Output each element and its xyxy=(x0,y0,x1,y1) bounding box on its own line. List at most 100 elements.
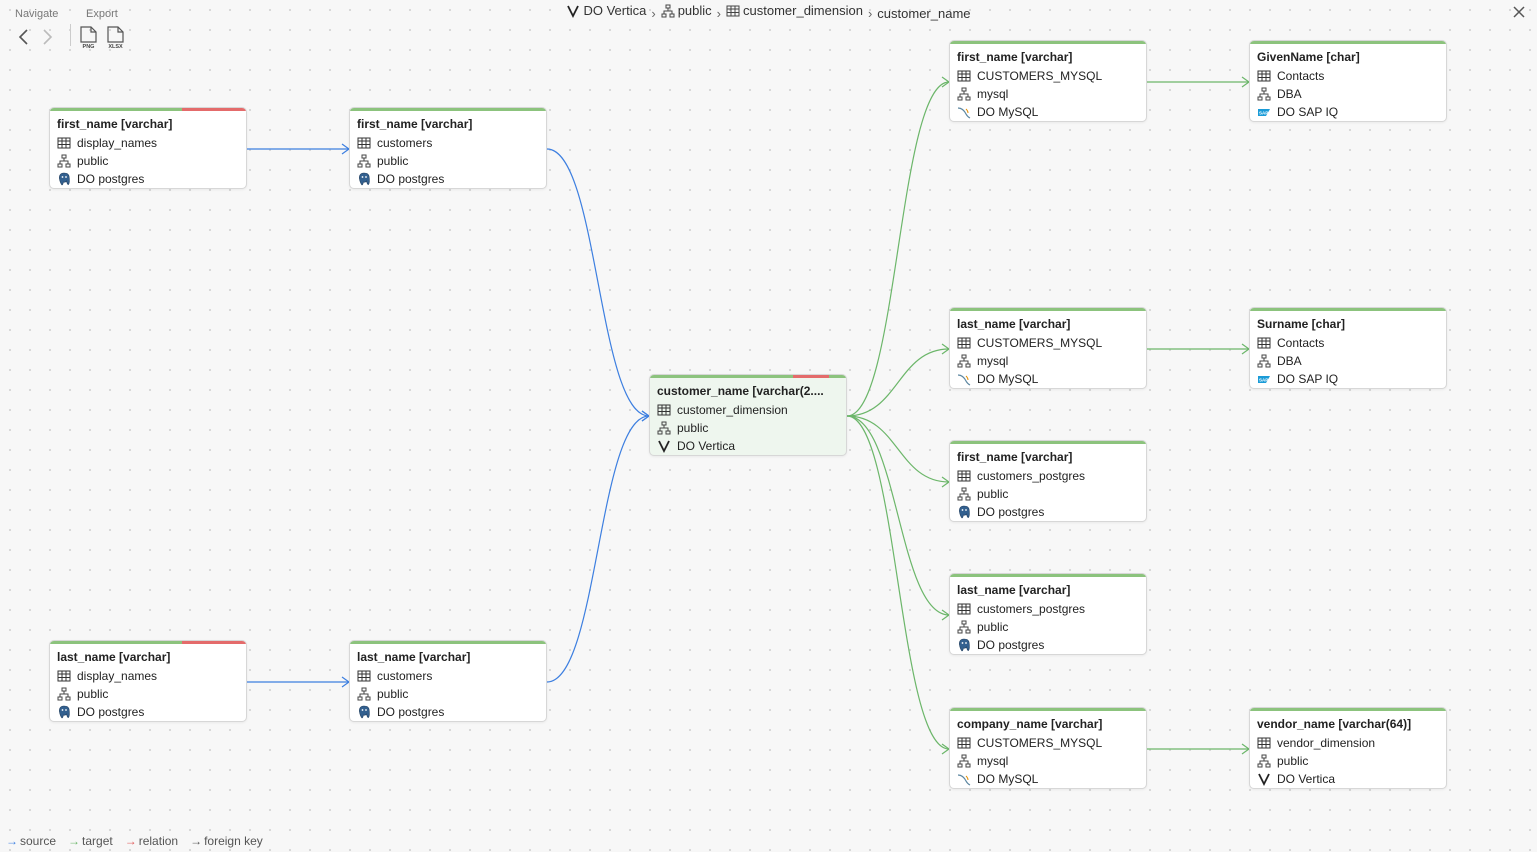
node-column-title: vendor_name [varchar(64)] xyxy=(1257,717,1412,731)
schema-icon xyxy=(957,487,971,501)
node-column-title: first_name [varchar] xyxy=(57,117,173,131)
edge-arrowhead xyxy=(1241,343,1251,355)
vertica-icon xyxy=(567,5,580,18)
breadcrumb-table-label: customer_dimension xyxy=(743,3,863,18)
breadcrumb-column-label: customer_name xyxy=(877,6,971,21)
chevron-right-icon: › xyxy=(867,6,873,21)
postgres-icon xyxy=(959,505,970,519)
schema-icon xyxy=(1257,754,1271,768)
node-column-title: GivenName [char] xyxy=(1257,50,1360,64)
edge-arrowhead xyxy=(1241,743,1251,755)
node-schema-label: public xyxy=(377,154,409,168)
node-table-label: customers_postgres xyxy=(977,602,1086,616)
node-table-label: Contacts xyxy=(1277,336,1325,350)
breadcrumb-schema-label: public xyxy=(677,3,712,18)
node-table-label: customer_dimension xyxy=(677,403,788,417)
node-schema-row: DBA xyxy=(1257,87,1302,101)
postgres-icon xyxy=(359,172,370,186)
node-schema-row: public xyxy=(57,687,108,701)
legend-relation-label: relation xyxy=(138,834,179,848)
source-edge xyxy=(546,415,650,683)
edge-arrowhead xyxy=(641,410,651,422)
target-edge xyxy=(846,81,950,417)
svg-text:SAP: SAP xyxy=(1259,111,1268,116)
node-table-row: customer_dimension xyxy=(657,403,788,417)
node-schema-label: public xyxy=(677,421,709,435)
export-png-button[interactable]: PNG xyxy=(78,26,102,50)
node-status-bar xyxy=(350,108,546,111)
chevron-right-icon: › xyxy=(716,6,721,21)
node-database-row: DO postgres xyxy=(957,505,1044,519)
breadcrumb-column[interactable]: customer_name xyxy=(877,6,970,22)
node-schema-label: public xyxy=(77,154,109,168)
navigate-group: Navigate xyxy=(15,8,58,48)
node-table-row: Contacts xyxy=(1257,336,1324,350)
breadcrumb-table[interactable]: customer_dimension xyxy=(726,3,863,19)
table-icon xyxy=(957,603,971,615)
target-edge xyxy=(846,415,950,483)
target-edge xyxy=(846,415,950,616)
legend-relation: →relation xyxy=(125,834,178,848)
breadcrumb-database[interactable]: DO Vertica xyxy=(566,3,646,19)
lineage-node[interactable]: vendor_name [varchar(64)] vendor_dimensio… xyxy=(1249,707,1447,789)
node-database-label: DO postgres xyxy=(77,172,145,186)
node-table-row: customers xyxy=(357,136,432,150)
node-database-label: DO MySQL xyxy=(977,105,1039,119)
node-status-bar xyxy=(950,41,1146,44)
node-schema-row: DBA xyxy=(1257,354,1302,368)
breadcrumb-database-label: DO Vertica xyxy=(583,3,647,18)
node-database-row: DO MySQL xyxy=(957,105,1038,119)
table-icon xyxy=(357,670,371,682)
node-table-row: CUSTOMERS_MYSQL xyxy=(957,336,1102,350)
close-icon[interactable] xyxy=(1511,4,1527,20)
export-xlsx-button[interactable]: XLSX xyxy=(105,26,129,50)
node-table-row: CUSTOMERS_MYSQL xyxy=(957,736,1102,750)
node-table-row: display_names xyxy=(57,136,157,150)
node-status-bar xyxy=(650,375,846,378)
node-schema-row: mysql xyxy=(957,354,1008,368)
schema-icon xyxy=(661,4,675,18)
edge-arrowhead xyxy=(941,743,951,755)
node-table-label: Contacts xyxy=(1277,69,1325,83)
node-database-row: DO Vertica xyxy=(1257,772,1335,786)
lineage-node[interactable]: customer_name [varchar(2....customer_dim… xyxy=(649,374,847,456)
source-edge xyxy=(546,148,650,417)
node-database-label: DO MySQL xyxy=(977,772,1039,786)
postgres-icon xyxy=(959,638,970,652)
foreign-key-arrow-icon: → xyxy=(190,834,203,848)
table-icon xyxy=(1257,337,1271,349)
node-column-title: company_name [varchar] xyxy=(957,717,1103,731)
forward-arrow-icon[interactable] xyxy=(38,26,58,48)
breadcrumb-schema[interactable]: public xyxy=(661,3,712,19)
node-database-label: DO postgres xyxy=(977,505,1045,519)
schema-icon xyxy=(57,687,71,701)
node-database-row: DO postgres xyxy=(357,705,444,719)
postgres-icon xyxy=(359,705,370,719)
node-table-row: customers xyxy=(357,669,432,683)
node-schema-row: public xyxy=(357,687,408,701)
node-column-title: last_name [varchar] xyxy=(57,650,171,664)
export-label: Export xyxy=(86,8,118,20)
node-column-title: Surname [char] xyxy=(1257,317,1346,331)
node-table-label: vendor_dimension xyxy=(1277,736,1376,750)
node-database-label: DO postgres xyxy=(377,705,445,719)
table-icon xyxy=(957,470,971,482)
node-table-label: customers_postgres xyxy=(977,469,1086,483)
back-arrow-icon[interactable] xyxy=(15,26,35,48)
node-column-title: first_name [varchar] xyxy=(957,50,1073,64)
source-arrow-icon: → xyxy=(6,834,18,848)
node-database-label: DO SAP IQ xyxy=(1277,105,1339,119)
node-table-label: CUSTOMERS_MYSQL xyxy=(977,69,1103,83)
